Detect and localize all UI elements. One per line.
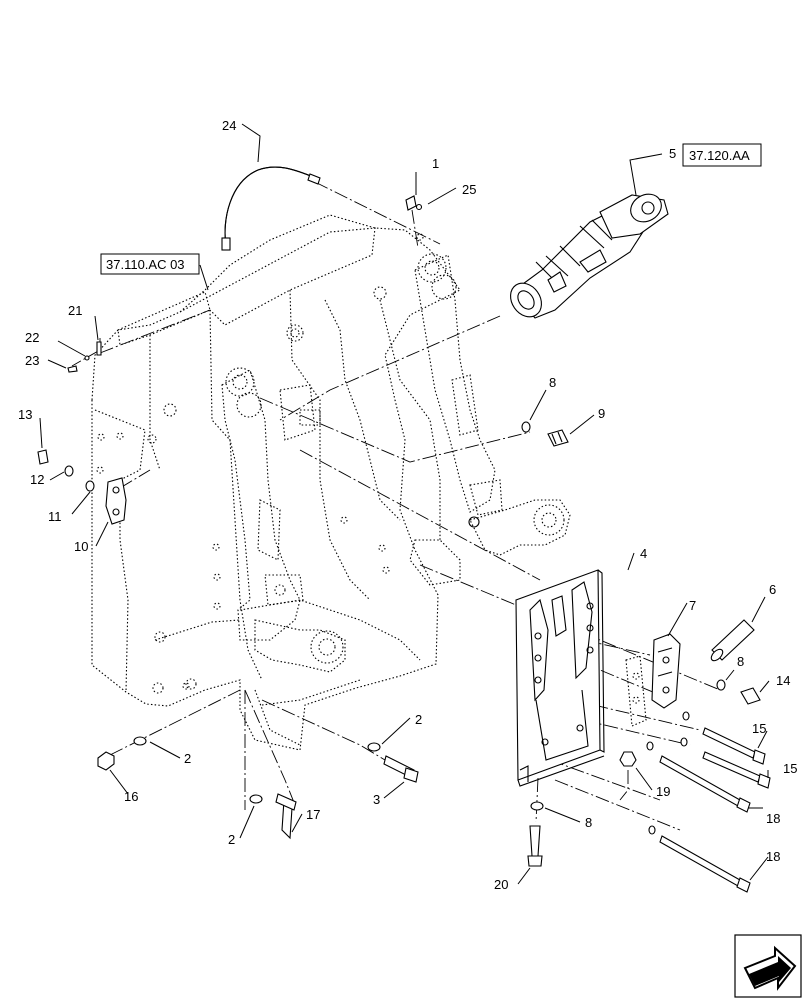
callout-labels: 24 1 25 5 21 22 23 13 12 11 10 8 9 4 7 6…	[18, 118, 797, 892]
callout-8-upper: 8	[549, 375, 556, 390]
bracket-parts-10-13	[37, 449, 127, 525]
assembly-centerlines	[71, 181, 721, 831]
next-page-arrow-icon[interactable]	[734, 934, 802, 998]
callout-24: 24	[222, 118, 236, 133]
callout-1: 1	[432, 156, 439, 171]
washer-8-bolt-9	[521, 421, 569, 447]
clevis-block-7	[625, 633, 681, 727]
callout-9: 9	[598, 406, 605, 421]
long-bolts-15-18	[646, 711, 771, 893]
callout-13: 13	[18, 407, 32, 422]
main-frame	[91, 214, 461, 751]
washer-8-bolt-20	[527, 801, 544, 867]
hydraulic-cylinder-5	[510, 193, 669, 319]
callout-10: 10	[74, 539, 88, 554]
callout-15-lower: 15	[783, 761, 797, 776]
callout-18-lower: 18	[766, 849, 780, 864]
callout-6: 6	[769, 582, 776, 597]
callout-3: 3	[373, 792, 380, 807]
reference-frame-label[interactable]: 37.110.AC 03	[106, 257, 185, 272]
drawbar-plate-4	[515, 569, 605, 787]
left-lift-link	[221, 367, 346, 673]
reference-cylinder-label[interactable]: 37.120.AA	[689, 148, 750, 163]
callout-14: 14	[776, 673, 790, 688]
callout-15-upper: 15	[752, 721, 766, 736]
right-lift-link	[409, 253, 571, 586]
callout-23: 23	[25, 353, 39, 368]
callout-21: 21	[68, 303, 82, 318]
hydraulic-hose-24	[221, 166, 321, 251]
callout-19: 19	[656, 784, 670, 799]
callout-16: 16	[124, 789, 138, 804]
callout-4: 4	[640, 546, 647, 561]
nut-19	[619, 751, 637, 767]
callout-12: 12	[30, 472, 44, 487]
callout-18-upper: 18	[766, 811, 780, 826]
reference-cylinder-box[interactable]: 37.120.AA	[682, 143, 762, 167]
callout-20: 20	[494, 877, 508, 892]
callout-8-lower: 8	[585, 815, 592, 830]
bottom-left-fasteners	[97, 736, 419, 840]
reference-frame-box[interactable]: 37.110.AC 03	[100, 253, 200, 275]
callout-17: 17	[306, 807, 320, 822]
callout-25: 25	[462, 182, 476, 197]
callout-22: 22	[25, 330, 39, 345]
leader-lines	[39, 123, 770, 885]
callout-2-mid: 2	[415, 712, 422, 727]
callout-11: 11	[48, 509, 62, 524]
small-parts-21-22-23	[67, 341, 102, 373]
callout-7: 7	[689, 598, 696, 613]
callout-5: 5	[669, 146, 676, 161]
callout-2-left: 2	[184, 751, 191, 766]
washer-8-bolt-14	[716, 679, 761, 705]
pin-1-clip-25	[405, 195, 423, 211]
pin-6	[710, 619, 755, 662]
callout-2-bottom: 2	[228, 832, 235, 847]
callout-8-right: 8	[737, 654, 744, 669]
